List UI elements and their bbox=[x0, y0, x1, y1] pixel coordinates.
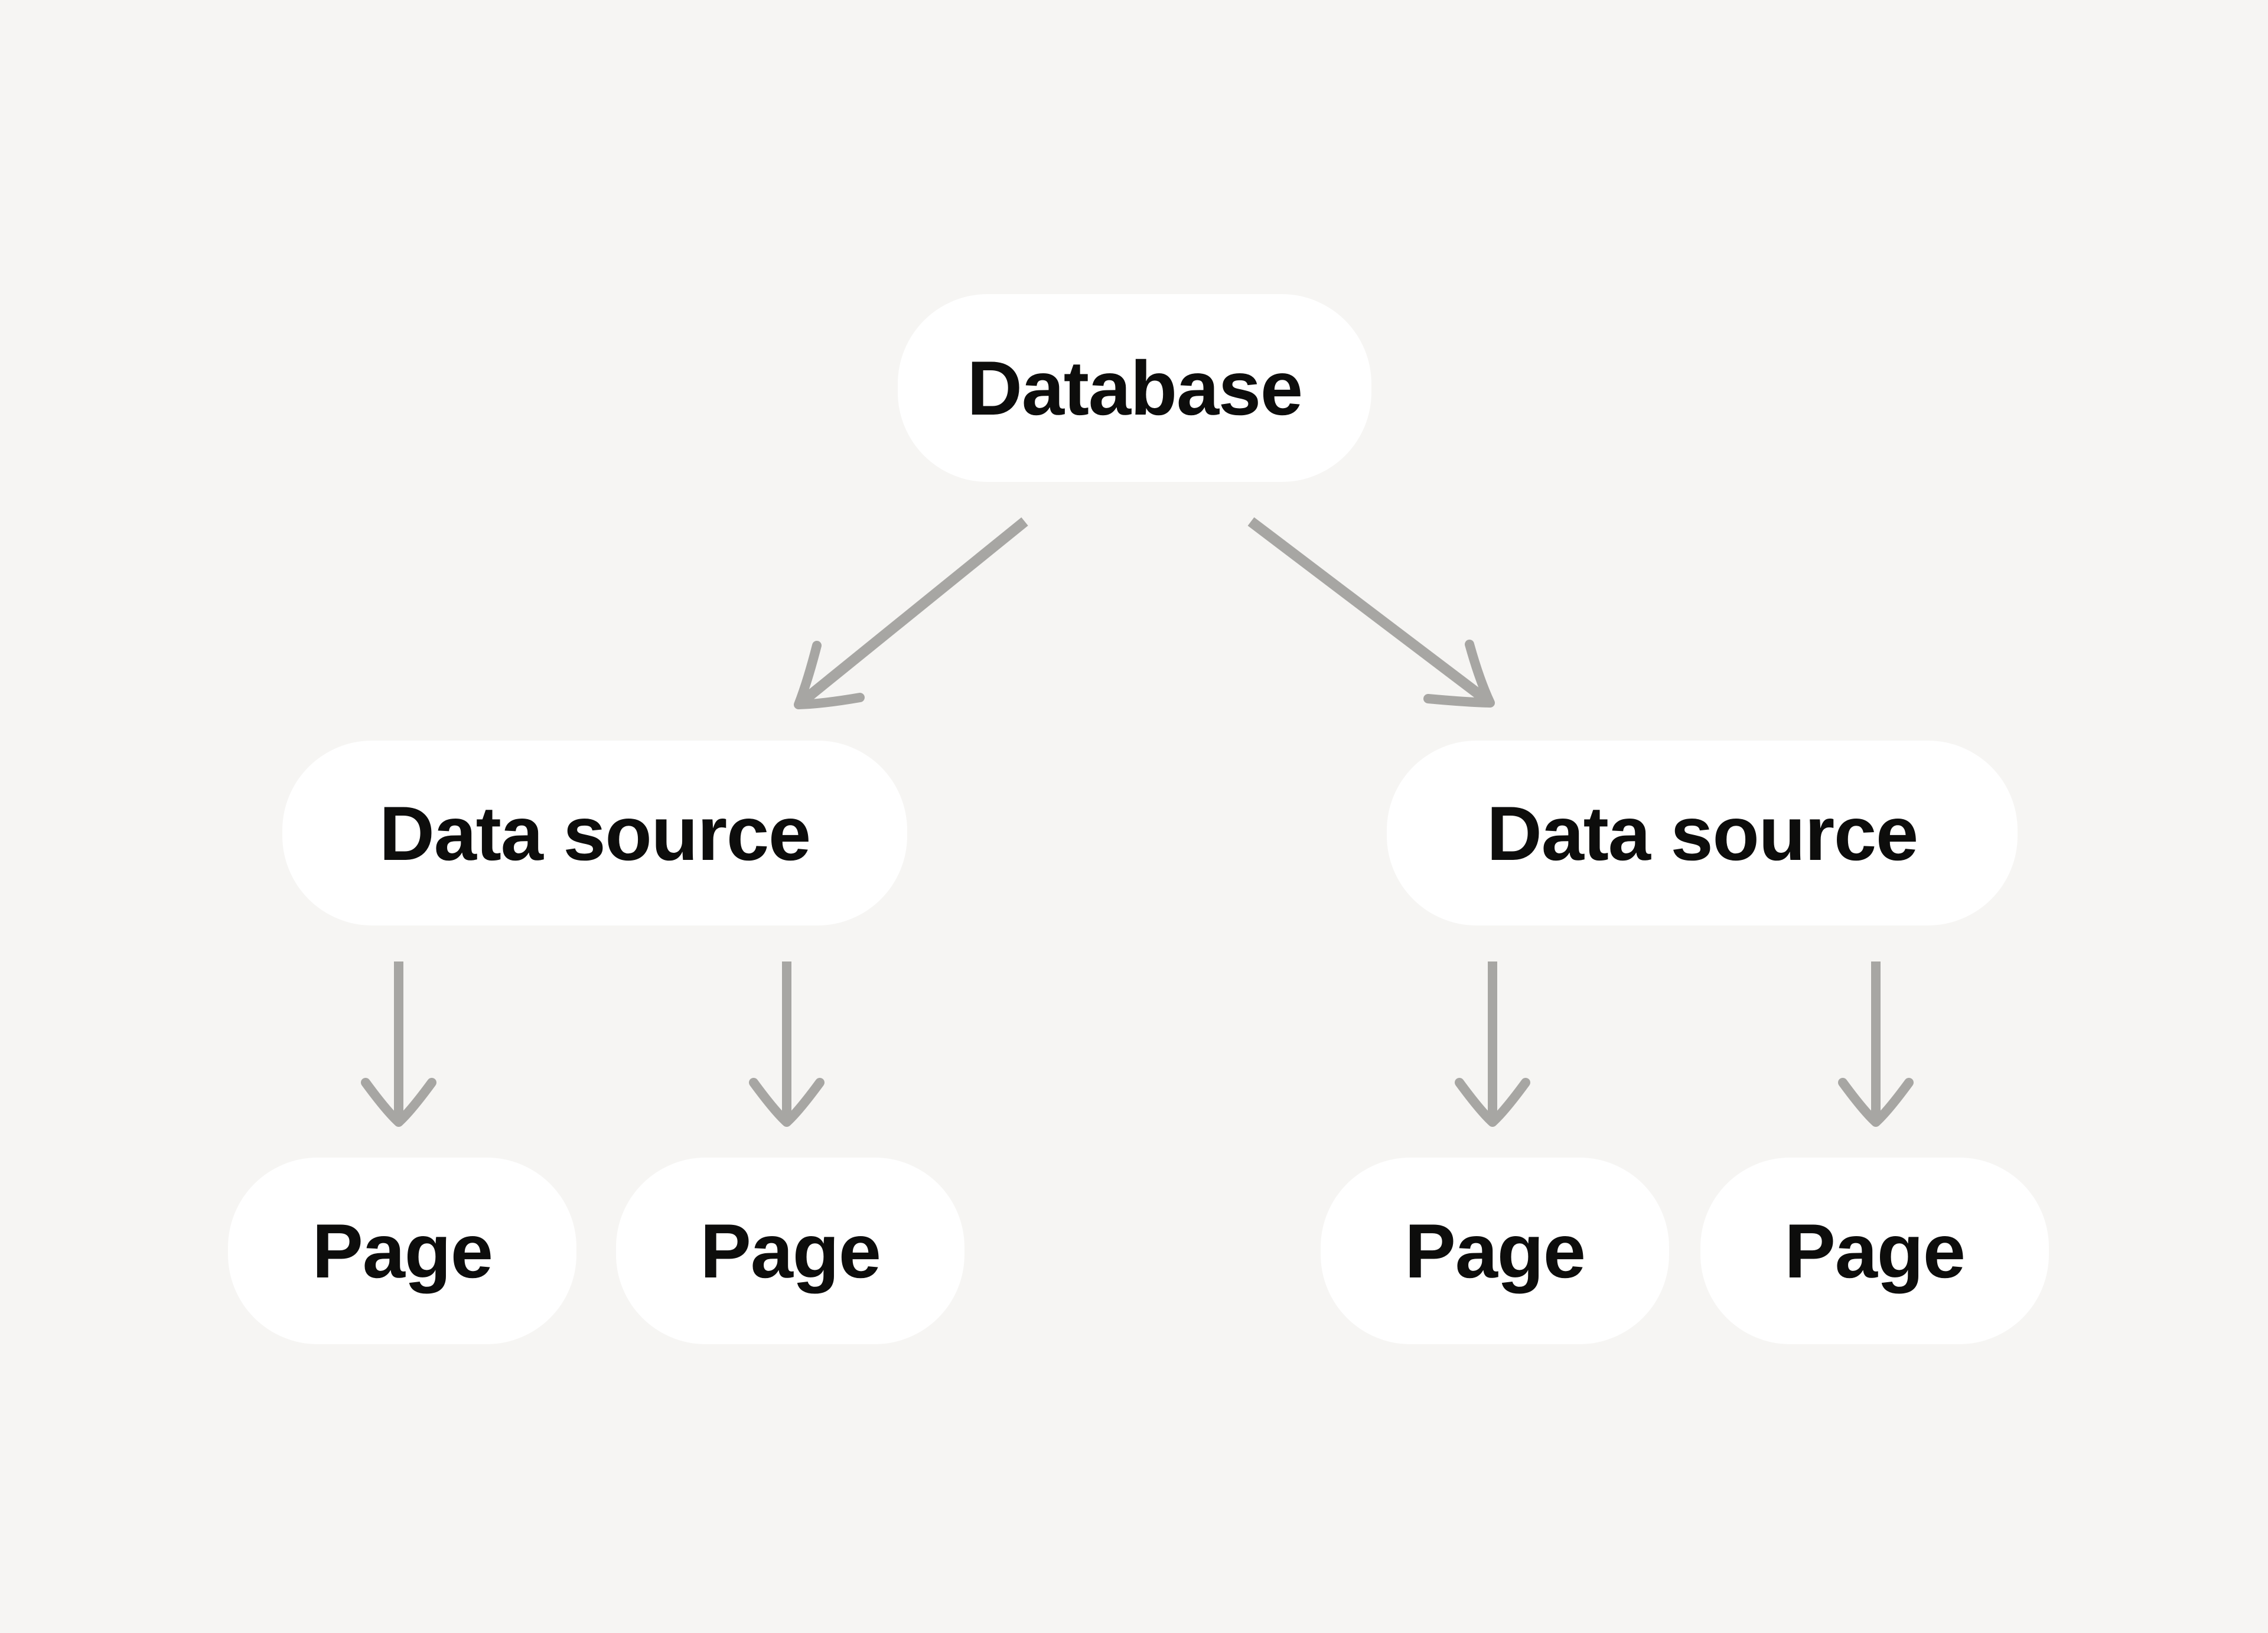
node-page-4: Page bbox=[1700, 1158, 2049, 1344]
node-datasource-right-label: Data source bbox=[1487, 790, 1918, 876]
arrow-datasource-right-to-page-3 bbox=[1455, 961, 1530, 1127]
node-datasource-left: Data source bbox=[282, 741, 907, 925]
node-database: Database bbox=[898, 294, 1371, 482]
arrow-database-to-datasource-right bbox=[1247, 517, 1495, 708]
node-database-label: Database bbox=[967, 345, 1303, 431]
arrow-datasource-left-to-page-1 bbox=[361, 961, 436, 1127]
node-page-3: Page bbox=[1321, 1158, 1669, 1344]
node-datasource-left-label: Data source bbox=[379, 790, 811, 876]
node-page-2: Page bbox=[616, 1158, 964, 1344]
node-page-3-label: Page bbox=[1405, 1208, 1586, 1294]
arrow-datasource-left-to-page-2 bbox=[749, 961, 825, 1127]
node-page-4-label: Page bbox=[1784, 1208, 1966, 1294]
node-page-1-label: Page bbox=[312, 1208, 493, 1294]
node-page-2-label: Page bbox=[700, 1208, 881, 1294]
arrow-datasource-right-to-page-4 bbox=[1838, 961, 1914, 1127]
node-page-1: Page bbox=[228, 1158, 576, 1344]
arrow-database-to-datasource-left bbox=[794, 517, 1028, 709]
node-datasource-right: Data source bbox=[1387, 741, 2018, 925]
